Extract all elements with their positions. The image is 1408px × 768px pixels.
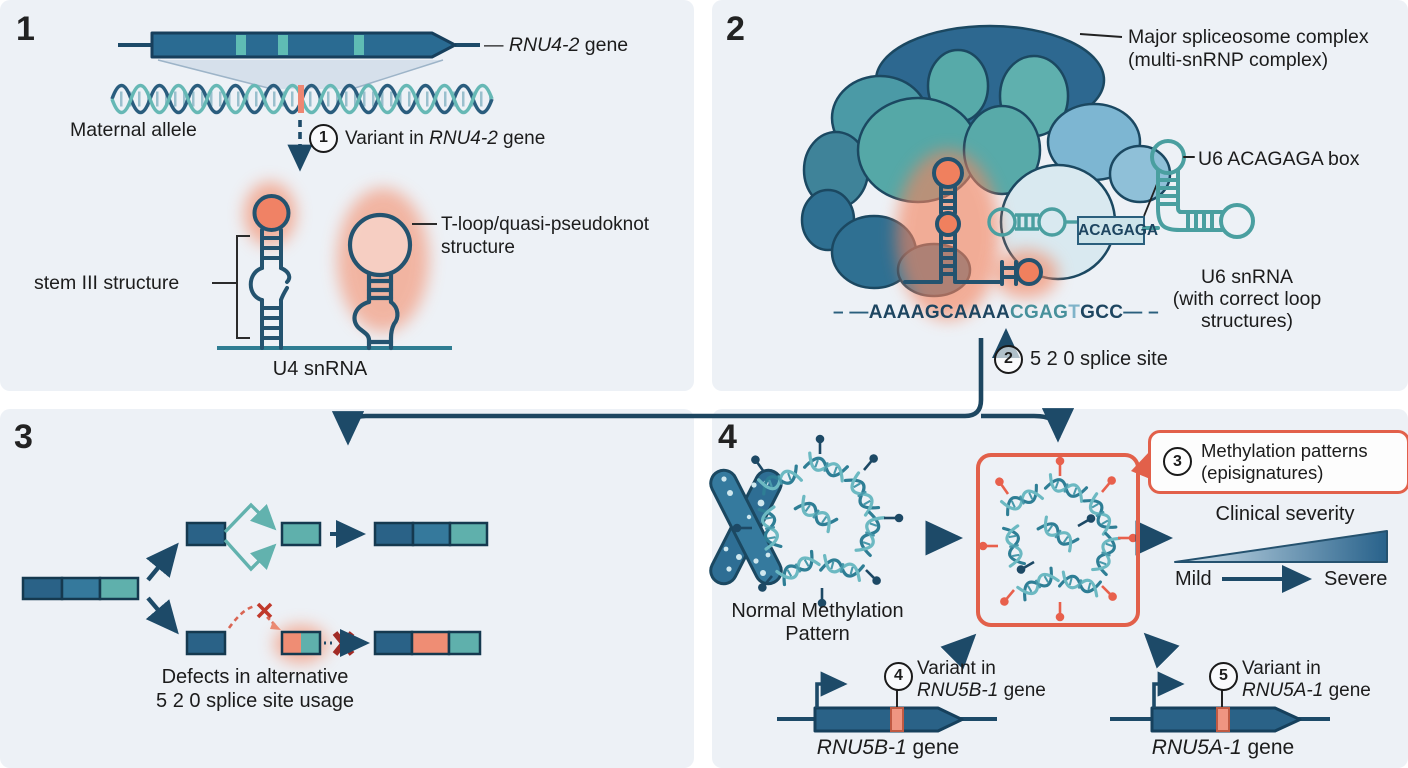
panel-2-number: 2 [726, 10, 745, 48]
variant-mark [890, 707, 904, 732]
splice-site-sequence: – —AAAAGCAAAACGAGTGCC— – [832, 302, 1159, 323]
u6-internal-loop [987, 207, 1078, 237]
panel-1 [0, 0, 694, 391]
severe-label: Severe [1324, 568, 1388, 590]
defects-caption-line2: 5 2 0 splice site usage [156, 690, 354, 712]
connector-arrows [331, 338, 1075, 446]
t-loop-structure [347, 212, 413, 351]
step-4-badge-wrap: 4 [884, 662, 913, 691]
step-2-badge: 2 [994, 345, 1023, 374]
u6-snrna-label-line1: U6 snRNA [1200, 266, 1294, 288]
panel-4-number: 4 [718, 418, 737, 456]
promoter-arrow [815, 671, 848, 708]
acagaga-box [1077, 216, 1145, 245]
rnu5a1-gene-label: RNU5A-1 gene [1151, 736, 1295, 759]
step-2-splice-site-label: 2 5 2 0 splice site [994, 345, 1168, 374]
arrows-to-red-box [940, 632, 1180, 670]
stem-iii-label: stem III structure [34, 272, 180, 294]
stem-bracket [236, 235, 250, 339]
u6-snrna-label-line3: structures) [1200, 310, 1294, 332]
normal-methylation-label-line2: Pattern [785, 623, 850, 645]
promoter-arrow [1152, 671, 1185, 708]
clinical-severity-label: Clinical severity [1215, 503, 1355, 525]
gene-diagram-rnu42 [118, 31, 480, 59]
leader-dash: — [484, 34, 504, 56]
u6-snrna-diagram [1142, 139, 1255, 239]
step-5-variant-label: Variant in RNU5A-1 gene [1242, 658, 1371, 701]
u6-acagaga-box-label: U6 ACAGAGA box [1198, 148, 1360, 170]
magnifier-cone [157, 59, 444, 90]
normal-methylation-label-line1: Normal Methylation [731, 600, 904, 622]
spliceosome-label-line1: Major spliceosome complex [1128, 26, 1369, 48]
methylation-patterns-callout: 3 Methylation patterns (episignatures) [1148, 430, 1408, 494]
defects-caption-line1: Defects in alternative [161, 666, 349, 688]
step-5-badge-wrap: 5 [1209, 662, 1238, 691]
tloop-label-line1: T-loop/quasi-pseudoknot [441, 214, 650, 235]
result-mrna-defective [373, 630, 482, 656]
callout-line2: (episignatures) [1201, 461, 1324, 483]
gene-diagram-rnu5a1 [1110, 671, 1330, 733]
severity-wedge [1174, 530, 1388, 593]
splice-path-normal [185, 502, 489, 572]
tloop-label-line2: structure [441, 237, 515, 258]
rnu5b1-gene-label: RNU5B-1 gene [816, 736, 960, 759]
variant-mark [1216, 707, 1230, 732]
step-5-badge: 5 [1209, 662, 1238, 691]
step-4-badge: 4 [884, 662, 913, 691]
callout-tail [1131, 451, 1150, 479]
dna-helix-icon [110, 83, 494, 115]
gene-diagram-rnu5b1 [777, 671, 997, 733]
step-1-variant-label: 1 Variant in RNU4-2 gene [309, 124, 545, 153]
u4-snrna-diagram [212, 182, 452, 351]
stem-III-hairpin [248, 194, 292, 350]
red-x-small [256, 602, 273, 619]
panel-3-number: 3 [14, 418, 33, 456]
spliceosome-label-line2: (multi-snRNP complex) [1128, 49, 1329, 71]
u4-snrna-highlighted [896, 150, 1058, 320]
splice-path-defective [185, 602, 482, 663]
u6-snrna-label-line2: (with correct loop [1172, 288, 1322, 310]
mild-label: Mild [1175, 568, 1212, 590]
u4-snrna-label: U4 snRNA [272, 358, 368, 380]
maternal-allele-label: Maternal allele [70, 119, 197, 141]
panel-1-number: 1 [16, 10, 35, 48]
result-mrna-normal [373, 521, 489, 547]
step-4-variant-label: Variant in RNU5B-1 gene [917, 658, 1046, 701]
pre-mrna-bar [21, 576, 140, 601]
complex-leader-line [1079, 33, 1123, 38]
acagaga-text: ACAGAGA [1078, 222, 1159, 239]
red-x-large [332, 631, 355, 656]
step-1-badge: 1 [309, 124, 338, 153]
callout-line1: Methylation patterns [1201, 440, 1368, 461]
step-3-badge: 3 [1163, 447, 1192, 477]
branch-arrows [145, 542, 179, 635]
rnu42-gene-label: — RNU4-2 gene [484, 34, 629, 56]
episignature-highlight-box [976, 453, 1140, 627]
